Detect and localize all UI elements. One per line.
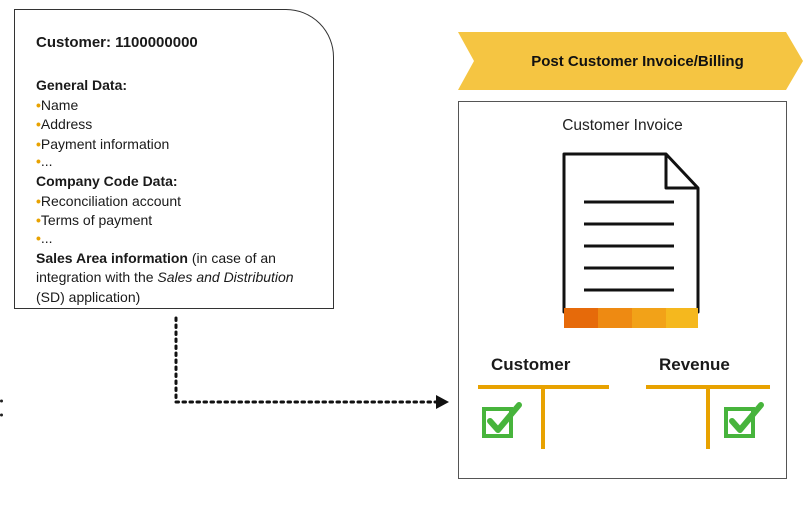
company-code-title: Company Code Data:	[36, 173, 178, 189]
customer-master-card	[14, 9, 334, 309]
edge-dots	[0, 399, 3, 417]
t-account-revenue-label: Revenue	[659, 355, 730, 374]
company-item-more: •...	[36, 229, 53, 246]
invoice-document-icon	[562, 152, 700, 328]
customer-title: Customer: 1100000000	[36, 34, 198, 51]
general-item-address: •Address	[36, 116, 93, 132]
t-account-customer-stem	[541, 389, 545, 449]
invoice-title: Customer Invoice	[562, 117, 683, 134]
general-item-more: •...	[36, 153, 53, 169]
general-data-title: General Data:	[36, 77, 128, 93]
company-item-terms: •Terms of payment	[36, 212, 153, 228]
t-account-revenue-bar	[646, 385, 770, 389]
t-account-customer-bar	[478, 385, 609, 389]
customer-details: General Data: •Name •Address •Payment in…	[36, 76, 326, 307]
process-step-banner	[458, 32, 803, 90]
t-account-customer-label: Customer	[491, 355, 571, 374]
general-item-payment: •Payment information	[36, 135, 170, 152]
t-account-revenue-stem	[706, 389, 710, 449]
revenue-checkbox-icon	[724, 402, 764, 438]
banner-label: Post Customer Invoice/Billing	[531, 52, 744, 70]
sales-area-info: Sales Area information (in case of an in…	[36, 249, 294, 305]
customer-checkbox-icon	[482, 402, 522, 438]
company-item-reconciliation: •Reconciliation account	[36, 192, 181, 209]
general-item-name: •Name	[36, 96, 79, 113]
